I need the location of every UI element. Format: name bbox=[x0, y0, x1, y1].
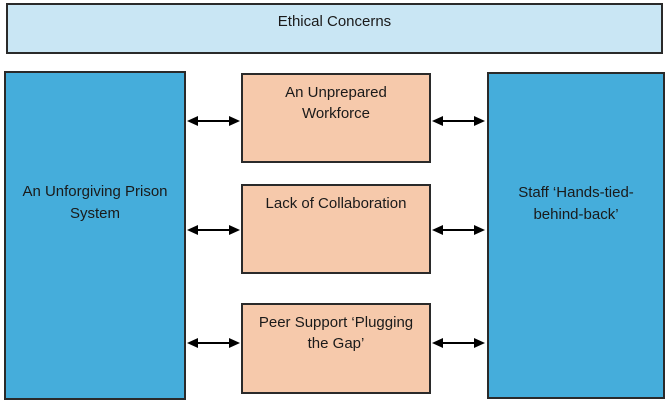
box-staff-hands-tied-label: Staff ‘Hands-tied- behind-back’ bbox=[518, 184, 634, 223]
double-arrow-icon bbox=[187, 116, 240, 126]
box-lack-of-collaboration: Lack of Collaboration bbox=[241, 184, 431, 274]
double-arrow-icon bbox=[187, 338, 240, 348]
double-arrow-icon bbox=[187, 225, 240, 235]
box-staff-hands-tied: Staff ‘Hands-tied- behind-back’ bbox=[487, 72, 665, 399]
box-unprepared-workforce: An Unprepared Workforce bbox=[241, 73, 431, 163]
double-arrow-icon bbox=[432, 116, 485, 126]
box-unprepared-workforce-label: An Unprepared Workforce bbox=[285, 84, 387, 122]
box-peer-support-plugging-gap: Peer Support ‘Plugging the Gap’ bbox=[241, 303, 431, 394]
diagram-title: Ethical Concerns bbox=[277, 13, 392, 30]
double-arrow-icon bbox=[432, 338, 485, 348]
title-banner: Ethical Concerns bbox=[6, 3, 663, 54]
box-peer-support-plugging-gap-label: Peer Support ‘Plugging the Gap’ bbox=[258, 314, 414, 352]
box-unforgiving-prison-system-label: An Unforgiving Prison System bbox=[22, 183, 168, 222]
box-unforgiving-prison-system: An Unforgiving Prison System bbox=[4, 71, 186, 400]
box-lack-of-collaboration-label: Lack of Collaboration bbox=[265, 195, 407, 212]
double-arrow-icon bbox=[432, 225, 485, 235]
